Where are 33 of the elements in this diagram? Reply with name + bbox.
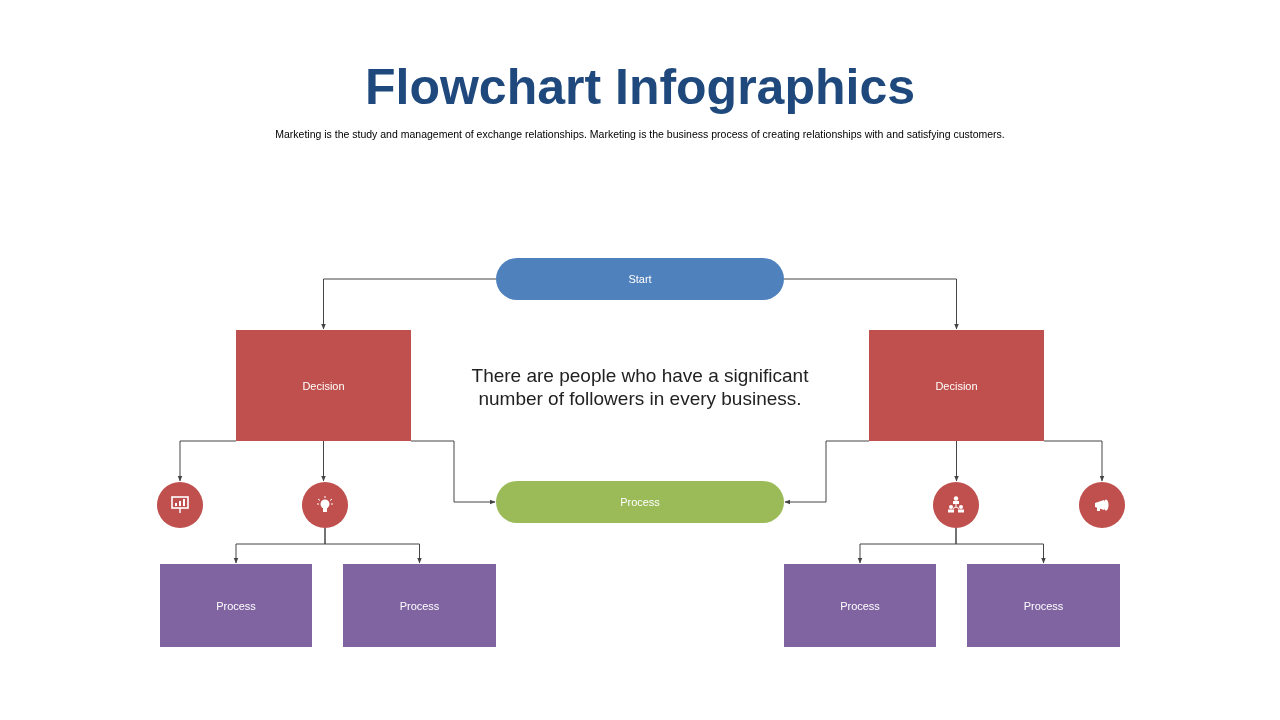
decision-box xyxy=(869,330,1044,441)
terminal-pill xyxy=(496,481,784,523)
arrow xyxy=(177,440,237,482)
node-label: Start xyxy=(628,273,652,285)
note-text: There are people who have a significant number of followers in every business. xyxy=(470,364,810,410)
arrow xyxy=(410,440,496,505)
arrow xyxy=(954,440,959,482)
arrow xyxy=(783,278,959,330)
icon-circle xyxy=(157,482,203,528)
node-label: Process xyxy=(216,599,256,612)
process-box xyxy=(160,564,312,647)
arrow xyxy=(784,440,870,505)
node-label: Process xyxy=(620,496,660,508)
icon-circle xyxy=(302,482,348,528)
process-box xyxy=(784,564,936,647)
subtitle: Marketing is the study and management of exchange relationships. Marketing is the business process of creating relationships with and satisfying customers. xyxy=(274,128,1006,140)
node-label: Process xyxy=(840,599,880,612)
icon-circle xyxy=(1079,482,1125,528)
arrow xyxy=(321,440,326,482)
arrow xyxy=(955,527,1046,564)
decision-box xyxy=(236,330,411,441)
arrow xyxy=(1043,440,1105,482)
title: Flowchart Infographics xyxy=(363,58,917,116)
node-label: Process xyxy=(399,599,440,612)
node-label: Decision xyxy=(302,379,345,392)
node-label: Decision xyxy=(935,379,978,392)
process-box xyxy=(343,564,496,647)
node-label: Process xyxy=(1023,599,1064,612)
icon-circle xyxy=(933,482,979,528)
terminal-pill xyxy=(496,258,784,300)
arrow xyxy=(321,278,497,330)
arrow xyxy=(324,527,422,564)
process-box xyxy=(967,564,1120,647)
